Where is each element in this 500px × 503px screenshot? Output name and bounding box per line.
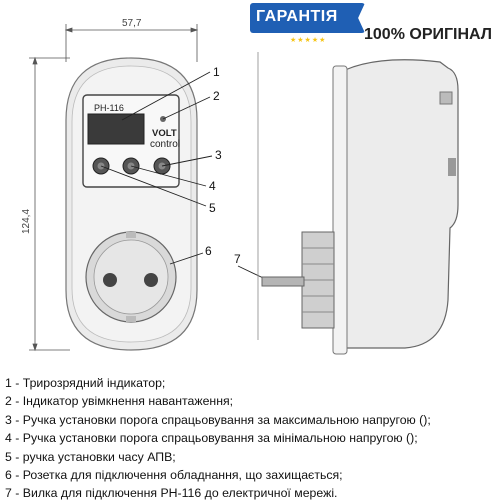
brand-sub: control <box>150 139 180 150</box>
legend-item-7: 7 - Вилка для підключення PH-116 до елек… <box>5 486 338 501</box>
callout-5: 5 <box>209 201 216 215</box>
legend: 1 - Трирозрядний індикатор; 2 - Індикато… <box>5 374 500 503</box>
callout-4: 4 <box>209 179 216 193</box>
legend-item-5: 5 - ручка установки часу АПВ; <box>5 449 176 464</box>
height-dimension-label: 124,4 <box>21 209 32 234</box>
callout-2: 2 <box>213 89 220 103</box>
original-label: 100% ОРИГІНАЛ <box>364 26 493 43</box>
three-digit-display <box>87 113 145 145</box>
mains-plug <box>261 231 335 329</box>
legend-item-4: 4 - Ручка установки порога спрацьовуванн… <box>5 431 418 446</box>
model-label: PH-116 <box>94 103 124 113</box>
height-dimension <box>29 56 70 352</box>
guarantee-ribbon <box>250 3 365 33</box>
callout-3: 3 <box>215 148 222 162</box>
callout-7: 7 <box>234 252 241 266</box>
guarantee-badge: ГАРАНТІЯ ★★★★★ 100% ОРИГІНАЛ <box>244 0 500 58</box>
width-dimension <box>64 24 199 62</box>
rating-stars: ★★★★★ <box>290 37 327 44</box>
legend-item-1: 1 - Трирозрядний індикатор; <box>5 376 166 390</box>
guarantee-label: ГАРАНТІЯ <box>256 8 338 25</box>
legend-item-2: 2 - Індикатор увімкнення навантаження; <box>5 394 234 409</box>
side-view <box>257 52 459 355</box>
protected-socket <box>85 231 177 323</box>
callout-6: 6 <box>205 244 212 258</box>
brand-word: VOLT <box>152 128 177 139</box>
width-dimension-label: 57,7 <box>122 18 142 29</box>
legend-item-3: 3 - Ручка установки порога спрацьовуванн… <box>5 412 431 427</box>
legend-item-6: 6 - Розетка для підключення обладнання, … <box>5 468 343 483</box>
callout-1: 1 <box>213 65 220 79</box>
